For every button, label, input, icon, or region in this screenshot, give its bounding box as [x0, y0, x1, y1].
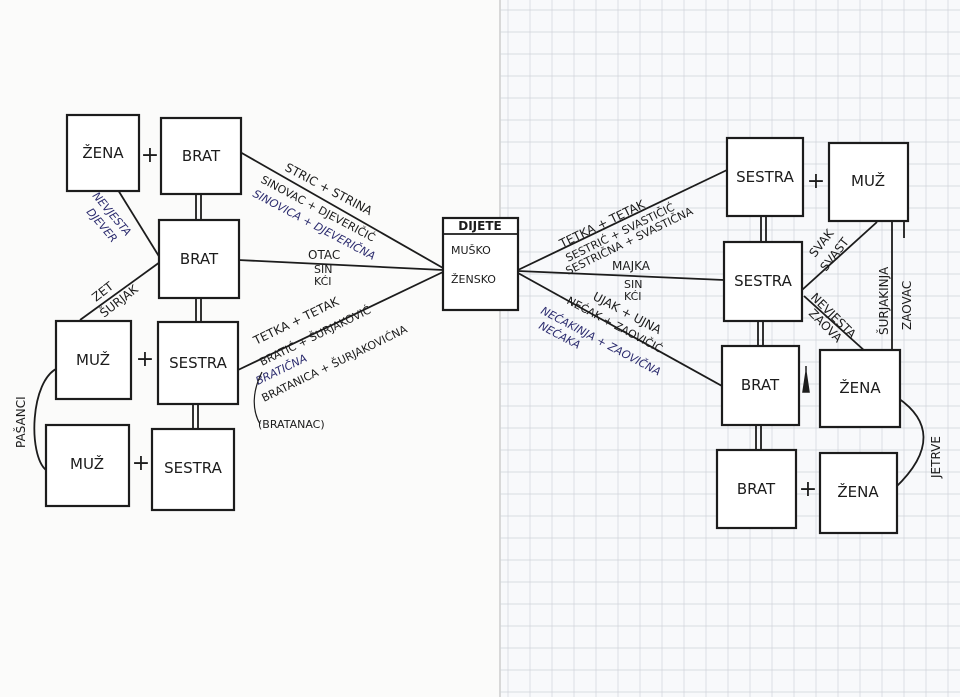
label-sestra-1: SESTRA	[169, 354, 227, 372]
box-brat-2	[715, 448, 798, 530]
label-zensko: ŽENSKO	[451, 273, 496, 286]
box-muz-right	[827, 141, 910, 223]
relation-line-nevjesta	[117, 189, 161, 259]
box-sestra-2	[150, 427, 236, 512]
box-sestra-mid	[722, 240, 804, 323]
jetrve-bracket	[894, 397, 925, 489]
label-brat-mid: BRAT	[180, 250, 219, 268]
box-brat-1	[720, 344, 801, 427]
box-muz-1	[54, 319, 133, 401]
box-brat-mid	[157, 218, 241, 300]
note-jetrve: JETRVE	[929, 436, 943, 479]
note-surjakinja: ŠURJAKINJA	[876, 266, 891, 335]
label-sestra-2: SESTRA	[164, 459, 222, 477]
label-zena-1: ŽENA	[839, 378, 881, 397]
plus-sign: +	[799, 477, 817, 502]
label-sestra-mid: SESTRA	[734, 272, 792, 290]
box-sestra-1	[156, 320, 240, 406]
label-bratanac: (BRATANAC)	[258, 418, 325, 431]
relation-line-zet	[79, 261, 161, 321]
relation-line-svak	[801, 221, 878, 291]
box-sestra-top	[725, 136, 805, 218]
plus-sign: +	[141, 143, 159, 168]
label-brat-1: BRAT	[741, 376, 780, 394]
candle-icon	[802, 366, 810, 393]
box-muz-2	[44, 423, 131, 508]
box-zena	[65, 113, 141, 193]
box-brat-top	[159, 116, 243, 196]
label-sin-right: SIN	[624, 278, 642, 291]
label-muz-1: MUŽ	[76, 350, 110, 369]
label-kci-left: KĆI	[314, 275, 332, 288]
label-brat-top: BRAT	[182, 147, 221, 165]
label-sestra-top: SESTRA	[736, 168, 794, 186]
box-zena-2	[818, 451, 899, 535]
label-otac: OTAC	[308, 248, 340, 262]
label-musko: MUŠKO	[451, 244, 491, 257]
label-brat-2: BRAT	[737, 480, 776, 498]
note-pasanci: PAŠANCI	[13, 396, 28, 448]
line-brat-mid-to-child	[237, 259, 444, 271]
line-sestra-to-child	[237, 271, 444, 371]
label-zena: ŽENA	[82, 143, 124, 162]
plus-sign: +	[132, 451, 150, 476]
label-kci-right: KĆI	[624, 290, 642, 303]
line-child-to-brat	[517, 272, 723, 387]
label-muz-right: MUŽ	[851, 171, 885, 190]
bratanac-bracket	[253, 371, 263, 425]
label-sin-left: SIN	[314, 263, 332, 276]
line-child-to-sestra-mid	[517, 270, 725, 281]
line-child-to-sestra-top	[517, 169, 728, 271]
label-majka: MAJKA	[612, 259, 651, 273]
relation-line-nevjesta-right	[803, 295, 867, 353]
plus-sign: +	[136, 347, 154, 372]
pasanci-bracket	[33, 367, 59, 471]
label-zena-2: ŽENA	[837, 482, 879, 501]
label-dijete: DIJETE	[458, 219, 501, 233]
box-zena-1	[818, 348, 902, 429]
plus-sign: +	[807, 169, 825, 194]
line-brat-top-to-child	[239, 151, 444, 269]
note-zaovac: ZAOVAC	[900, 281, 914, 330]
label-muz-2: MUŽ	[70, 454, 104, 473]
